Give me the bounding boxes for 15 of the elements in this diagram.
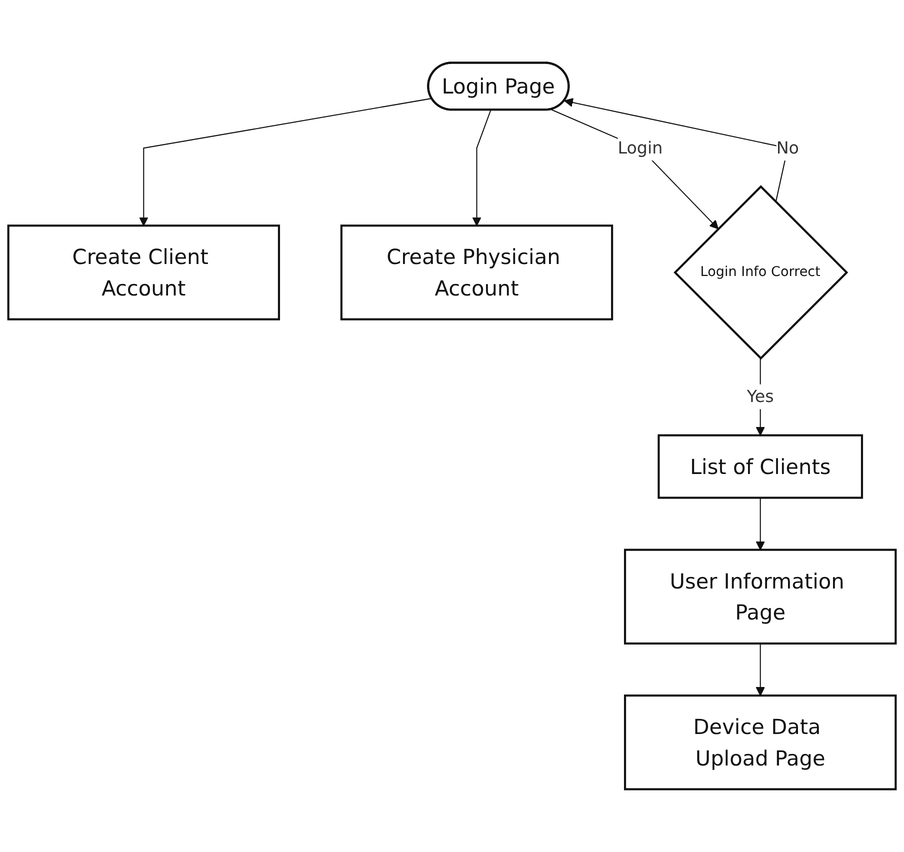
edge-label: Login [618,138,663,158]
node-diamond: Login Info Correct [674,185,848,360]
node-box: Device Data Upload Page [624,694,897,790]
edge-label: No [776,138,799,158]
node-box: List of Clients [658,434,864,499]
arrow [756,498,765,550]
arrow [756,644,765,696]
node-box: User Information Page [624,548,897,645]
arrow [139,98,432,226]
arrow [550,109,719,230]
node-box: Create Client Account [7,224,280,320]
edge-label: Yes [746,386,774,406]
node-box: Create Physician Account [340,224,614,320]
arrow [564,98,788,202]
arrow [472,110,492,226]
